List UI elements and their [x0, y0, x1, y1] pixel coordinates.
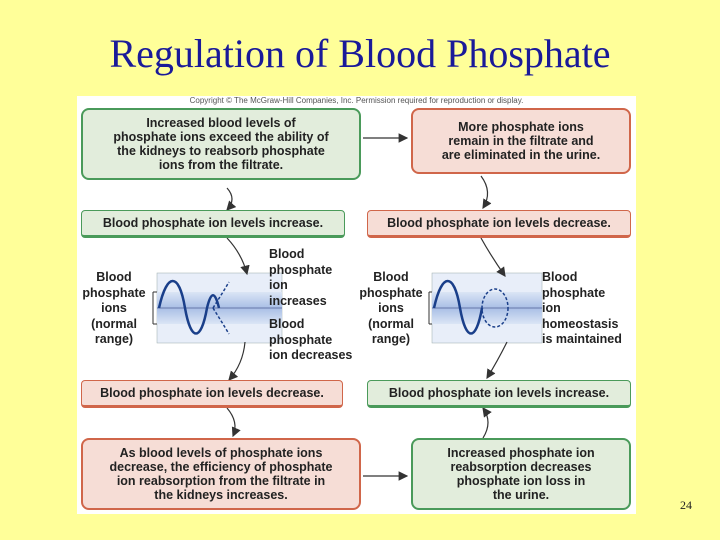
bar-top-left: Blood phosphate ion levels increase.: [81, 210, 345, 238]
left-increase-dashed: [212, 281, 230, 309]
page-number: 24: [680, 498, 692, 512]
arrow-left-bar-to-increase: [226, 237, 250, 276]
left-decrease-dashed: [212, 307, 230, 335]
bottom-right-box-line: the urine.: [492, 488, 550, 502]
right-homeostasis-label: Blood phosphate ion homeostasis is maint…: [542, 270, 622, 348]
bottom-right-box-line: phosphate ion loss in: [456, 474, 586, 488]
label-line: ions: [378, 301, 404, 315]
arrow-left-bar-to-bottom-box: [226, 407, 241, 438]
top-right-box-line: are eliminated in the urine.: [441, 148, 601, 162]
top-left-box-line: ions from the filtrate.: [158, 158, 284, 172]
label-line: ion decreases: [269, 348, 353, 362]
slide-title: Regulation of Blood Phosphate: [109, 31, 611, 76]
bottom-right-box: Increased phosphate ion reabsorption dec…: [411, 438, 631, 510]
bottom-left-box-line: the kidneys increases.: [154, 488, 288, 502]
arrow-left-decrease-to-bar: [228, 341, 246, 381]
top-left-box-line: Increased blood levels of: [146, 116, 296, 130]
bar-bottom-right: Blood phosphate ion levels increase.: [367, 380, 631, 408]
right-wave-line: [432, 279, 484, 335]
top-left-box: Increased blood levels of phosphate ions…: [81, 108, 361, 180]
label-line: is maintained: [542, 332, 622, 346]
label-line: phosphate: [359, 285, 423, 300]
label-line: range): [94, 332, 134, 346]
label-line: Blood: [542, 270, 578, 284]
label-line: ion: [269, 278, 288, 292]
left-decrease-label: Blood phosphate ion decreases: [269, 317, 352, 364]
label-line: Blood: [96, 270, 132, 284]
bottom-left-box-line: decrease, the efficiency of phosphate: [109, 460, 333, 474]
label-line: (normal: [91, 316, 137, 331]
bottom-left-box-line: As blood levels of phosphate ions: [119, 446, 323, 460]
diagram-graphics: [152, 133, 543, 481]
top-right-box-line: More phosphate ions: [458, 120, 584, 134]
diagram-panel: Copyright © The McGraw-Hill Companies, I…: [77, 96, 636, 514]
right-axis-label: Blood phosphate ions (normal range): [354, 270, 428, 348]
bottom-left-box-line: ion reabsorption from the filtrate in: [116, 474, 326, 488]
label-line: ions: [101, 301, 127, 315]
arrow-bottom-right-box-to-bar: [482, 407, 492, 439]
bottom-right-box-line: reabsorption decreases: [450, 460, 592, 474]
right-dashed-cycle: [481, 288, 509, 328]
bar-top-right: Blood phosphate ion levels decrease.: [367, 210, 631, 238]
label-line: increases: [269, 293, 327, 308]
top-left-box-line: the kidneys to reabsorb phosphate: [117, 144, 325, 158]
arrow-right-bar-to-graph: [480, 237, 506, 277]
arrow-top-left-box-to-bar: [226, 187, 237, 211]
top-left-box-line: phosphate ions exceed the ability of: [113, 130, 329, 144]
copyright-notice: Copyright © The McGraw-Hill Companies, I…: [189, 96, 524, 105]
left-increase-label: Blood phosphate ion increases: [269, 247, 332, 309]
label-line: Blood: [373, 270, 409, 284]
label-line: Blood: [269, 317, 305, 331]
bottom-right-box-line: Increased phosphate ion: [447, 446, 595, 460]
label-line: (normal: [368, 316, 414, 331]
top-right-box: More phosphate ions remain in the filtra…: [411, 108, 631, 174]
arrow-right-graph-to-bar: [486, 341, 508, 380]
label-line: Blood: [269, 247, 305, 261]
left-wave-line: [157, 279, 221, 335]
arrow-top-right-box-to-bar: [480, 175, 492, 210]
top-right-box-line: remain in the filtrate and: [448, 134, 594, 148]
left-normal-range-graph: [152, 272, 283, 344]
label-line: phosphate: [542, 285, 606, 300]
left-axis-label: Blood phosphate ions (normal range): [77, 270, 151, 348]
label-line: phosphate: [269, 262, 333, 277]
bottom-left-box: As blood levels of phosphate ions decrea…: [81, 438, 361, 510]
label-line: range): [371, 332, 411, 346]
right-normal-range-graph: [428, 272, 543, 344]
bar-bottom-left: Blood phosphate ion levels decrease.: [81, 380, 343, 408]
label-line: phosphate: [82, 285, 146, 300]
label-line: homeostasis: [542, 316, 619, 331]
label-line: ion: [542, 301, 561, 315]
label-line: phosphate: [269, 332, 333, 347]
